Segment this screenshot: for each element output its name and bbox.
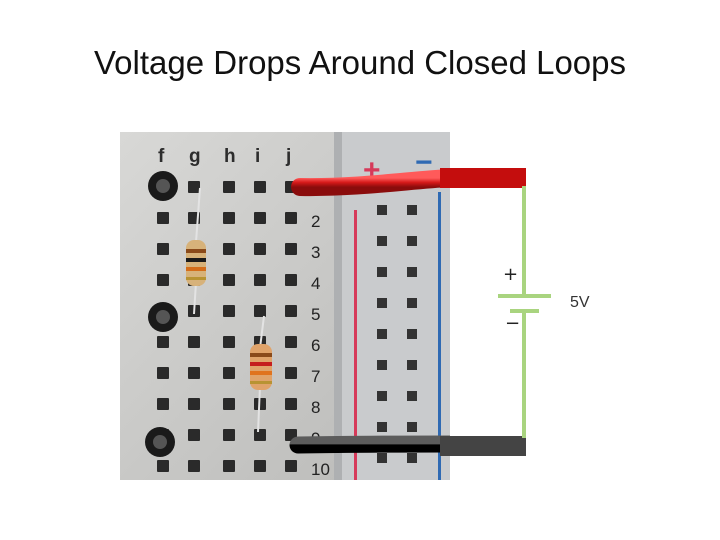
- battery-voltage-label: 5V: [570, 294, 590, 311]
- battery-plus-label: +: [503, 264, 519, 285]
- breadboard-hole: [188, 181, 200, 193]
- breadboard-hole: [285, 336, 297, 348]
- rail-hole: [407, 391, 417, 401]
- black-wire: [289, 435, 450, 454]
- battery-minus-label: −: [505, 313, 521, 334]
- rail-hole: [407, 422, 417, 432]
- breadboard-hole: [223, 243, 235, 255]
- breadboard-hole: [285, 274, 297, 286]
- breadboard-hole: [254, 460, 266, 472]
- breadboard-hole: [285, 305, 297, 317]
- rail-hole: [377, 267, 387, 277]
- row-label: 8: [311, 398, 320, 417]
- breadboard-hole: [188, 429, 200, 441]
- rail-hole: [377, 422, 387, 432]
- rail-hole: [407, 267, 417, 277]
- rail-hole: [407, 453, 417, 463]
- red-wire: [291, 169, 450, 197]
- breadboard-hole: [157, 460, 169, 472]
- rail-hole: [407, 236, 417, 246]
- breadboard-hole: [223, 305, 235, 317]
- rail-hole: [407, 205, 417, 215]
- jumper-post-top: [148, 171, 178, 201]
- red-rail-line: [354, 210, 357, 480]
- breadboard-hole: [157, 367, 169, 379]
- row-label: 5: [311, 305, 320, 324]
- breadboard-hole: [157, 212, 169, 224]
- column-label: h: [224, 146, 236, 167]
- row-label: 10: [311, 460, 330, 479]
- jumper-post-bottom: [145, 427, 175, 457]
- breadboard-hole: [285, 367, 297, 379]
- breadboard-hole: [188, 460, 200, 472]
- breadboard-hole: [223, 181, 235, 193]
- column-label: i: [255, 146, 260, 167]
- rail-hole: [377, 298, 387, 308]
- rail-hole: [377, 453, 387, 463]
- column-label: j: [285, 146, 291, 167]
- breadboard-hole: [223, 367, 235, 379]
- slide-title: Voltage Drops Around Closed Loops: [93, 44, 627, 81]
- rail-hole: [407, 329, 417, 339]
- breadboard-hole: [254, 305, 266, 317]
- rail-hole: [377, 360, 387, 370]
- rail-hole: [407, 298, 417, 308]
- breadboard-hole: [285, 212, 297, 224]
- rail-hole: [377, 236, 387, 246]
- row-label: 6: [311, 336, 320, 355]
- resistor-2: [250, 344, 272, 390]
- breadboard-hole: [157, 336, 169, 348]
- breadboard-hole: [254, 429, 266, 441]
- breadboard-hole: [188, 367, 200, 379]
- rail-hole: [407, 360, 417, 370]
- column-label: f: [158, 146, 165, 167]
- blue-rail-line: [438, 192, 441, 480]
- breadboard-hole: [223, 274, 235, 286]
- breadboard-hole: [254, 274, 266, 286]
- breadboard-hole: [157, 274, 169, 286]
- black-wire-end: [440, 436, 526, 456]
- breadboard-hole: [254, 212, 266, 224]
- breadboard-hole: [254, 243, 266, 255]
- breadboard-hole: [188, 398, 200, 410]
- red-wire-end: [440, 168, 526, 188]
- breadboard-hole: [285, 243, 297, 255]
- jumper-post-middle: [148, 302, 178, 332]
- breadboard-hole: [223, 429, 235, 441]
- breadboard-hole: [223, 336, 235, 348]
- breadboard-hole: [157, 398, 169, 410]
- breadboard-hole: [285, 398, 297, 410]
- column-label: g: [189, 146, 201, 167]
- breadboard-hole: [157, 243, 169, 255]
- breadboard-hole: [254, 181, 266, 193]
- rail-hole: [377, 391, 387, 401]
- rail-hole: [377, 205, 387, 215]
- breadboard-hole: [285, 460, 297, 472]
- row-label: 2: [311, 212, 320, 231]
- breadboard-hole: [223, 460, 235, 472]
- resistor-1: [186, 240, 206, 286]
- breadboard-hole: [223, 212, 235, 224]
- breadboard-hole: [188, 336, 200, 348]
- row-label: 7: [311, 367, 320, 386]
- row-label: 3: [311, 243, 320, 262]
- row-label: 4: [311, 274, 320, 293]
- breadboard-hole: [223, 398, 235, 410]
- rail-hole: [377, 329, 387, 339]
